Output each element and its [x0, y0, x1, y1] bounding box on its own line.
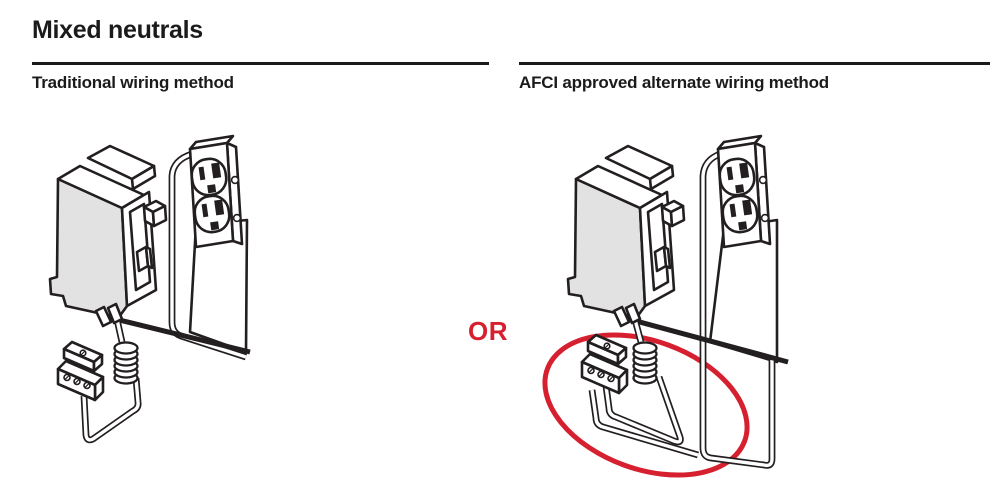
terminal-to-outlet-neutral-wire — [588, 389, 699, 459]
panel-heading-traditional: Traditional wiring method — [32, 73, 234, 92]
page-title: Mixed neutrals — [32, 16, 203, 44]
duplex-outlet — [188, 134, 244, 249]
panel-heading-afci: AFCI approved alternate wiring method — [519, 73, 829, 92]
duplex-outlet — [716, 134, 772, 249]
pigtail-to-terminal-wire — [80, 377, 142, 444]
circuit-breaker — [48, 144, 168, 328]
traditional-wiring-diagram — [48, 134, 251, 444]
divider-rule-left — [32, 62, 489, 65]
or-label: OR — [468, 316, 508, 346]
neutral-terminal-block — [580, 333, 629, 395]
hot-wire — [102, 313, 251, 355]
outlet-neutral-wire — [699, 150, 776, 469]
pigtail-to-terminal-wire — [602, 375, 684, 446]
divider-rule-right — [519, 62, 990, 65]
hot-wire — [620, 314, 789, 365]
red-highlight-ellipse — [542, 332, 750, 478]
afci-wiring-diagram — [542, 134, 789, 478]
coiled-neutral-pigtail — [113, 341, 139, 385]
neutral-terminal-block — [56, 340, 105, 402]
coiled-neutral-pigtail — [632, 341, 658, 385]
circuit-breaker — [566, 144, 686, 328]
